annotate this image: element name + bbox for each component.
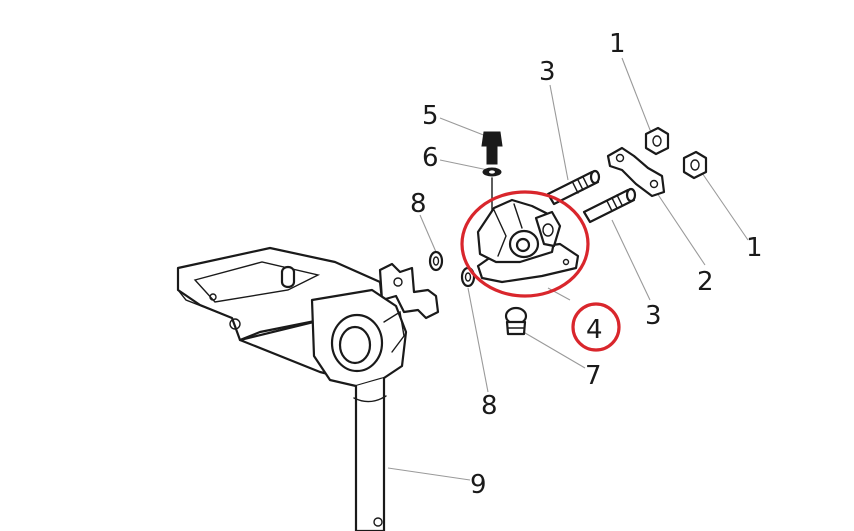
shaft <box>354 376 386 531</box>
arm-plate-edge <box>177 289 233 319</box>
leader-1-right <box>699 169 749 241</box>
washer-6-hole <box>489 170 495 174</box>
leader-8-top <box>419 214 437 253</box>
fork-clevis <box>378 262 440 320</box>
callout-8-top: 8 <box>410 189 427 219</box>
shaft-collar <box>353 395 387 403</box>
leader-3-top <box>549 84 569 181</box>
nut-1-upper <box>644 126 670 156</box>
bracket-rib-1 <box>493 209 507 257</box>
callout-7: 7 <box>585 361 602 391</box>
bolt-head <box>481 131 503 147</box>
leader-9 <box>387 467 471 481</box>
nut-1-lower <box>682 150 708 180</box>
arm-hole <box>229 318 241 330</box>
part-4-bracket <box>476 198 580 284</box>
part-8-washers <box>428 250 476 288</box>
link-plate <box>606 146 666 198</box>
leader-7 <box>519 329 586 369</box>
highlight-marks <box>460 190 621 352</box>
arm-plate-slot <box>193 261 321 303</box>
part-1-nuts <box>644 126 708 180</box>
leader-5 <box>439 117 487 137</box>
washer-8-upper-hole <box>432 256 440 266</box>
part-2-plate <box>606 146 666 198</box>
part-7-grease-fitting <box>504 306 528 336</box>
link-plate-hole-1 <box>615 153 625 163</box>
bracket-lug-hole <box>542 223 554 237</box>
callout-6: 6 <box>422 143 439 173</box>
leader-6 <box>439 159 489 171</box>
hub-rib <box>383 310 405 353</box>
arm-nub <box>280 265 296 289</box>
leader-3-right <box>611 219 651 301</box>
part-6-washer <box>482 167 502 177</box>
bracket-base-hole <box>562 258 570 266</box>
callout-4: 4 <box>586 315 603 345</box>
stud-3-upper-thread <box>572 176 589 194</box>
bracket-boss-hole <box>515 237 531 253</box>
callout-1-right: 1 <box>746 233 763 263</box>
callout-3-right: 3 <box>645 301 662 331</box>
washer-8-upper <box>428 250 444 272</box>
callout-5: 5 <box>422 101 439 131</box>
part-9-arm-assembly <box>176 246 440 531</box>
link-plate-hole-2 <box>649 179 659 189</box>
washer-8-lower-hole <box>464 272 472 282</box>
nut-1-upper-hole <box>652 135 662 147</box>
hub-bore-inner <box>338 325 372 365</box>
nut-1-lower-hole <box>690 159 700 171</box>
bracket-rib-2 <box>513 203 523 229</box>
leader-1-top <box>621 57 653 136</box>
callout-3-top: 3 <box>539 57 556 87</box>
stud-3-lower-end <box>625 187 637 203</box>
part-5-bolt <box>481 131 503 165</box>
leader-2 <box>654 189 706 266</box>
part-3-studs <box>546 169 637 224</box>
bolt-thread <box>487 149 497 158</box>
shaft-pin-hole <box>373 517 383 527</box>
callout-2: 2 <box>697 267 714 297</box>
arm-hole-small <box>209 293 217 301</box>
leader-8-bottom <box>467 287 489 393</box>
stud-3-upper-end <box>589 169 601 185</box>
callout-1-top: 1 <box>609 29 626 59</box>
callout-9: 9 <box>470 470 487 500</box>
callout-labels: 1 1 2 3 3 4 5 6 7 8 8 9 <box>410 29 763 500</box>
highlight-ring-part-4 <box>460 190 590 298</box>
stud-3-lower-thread <box>606 194 623 212</box>
bracket-lug <box>534 210 562 248</box>
fork-hole <box>393 277 403 287</box>
highlight-ring-callout-4 <box>571 302 621 352</box>
callout-8-bottom: 8 <box>481 391 498 421</box>
